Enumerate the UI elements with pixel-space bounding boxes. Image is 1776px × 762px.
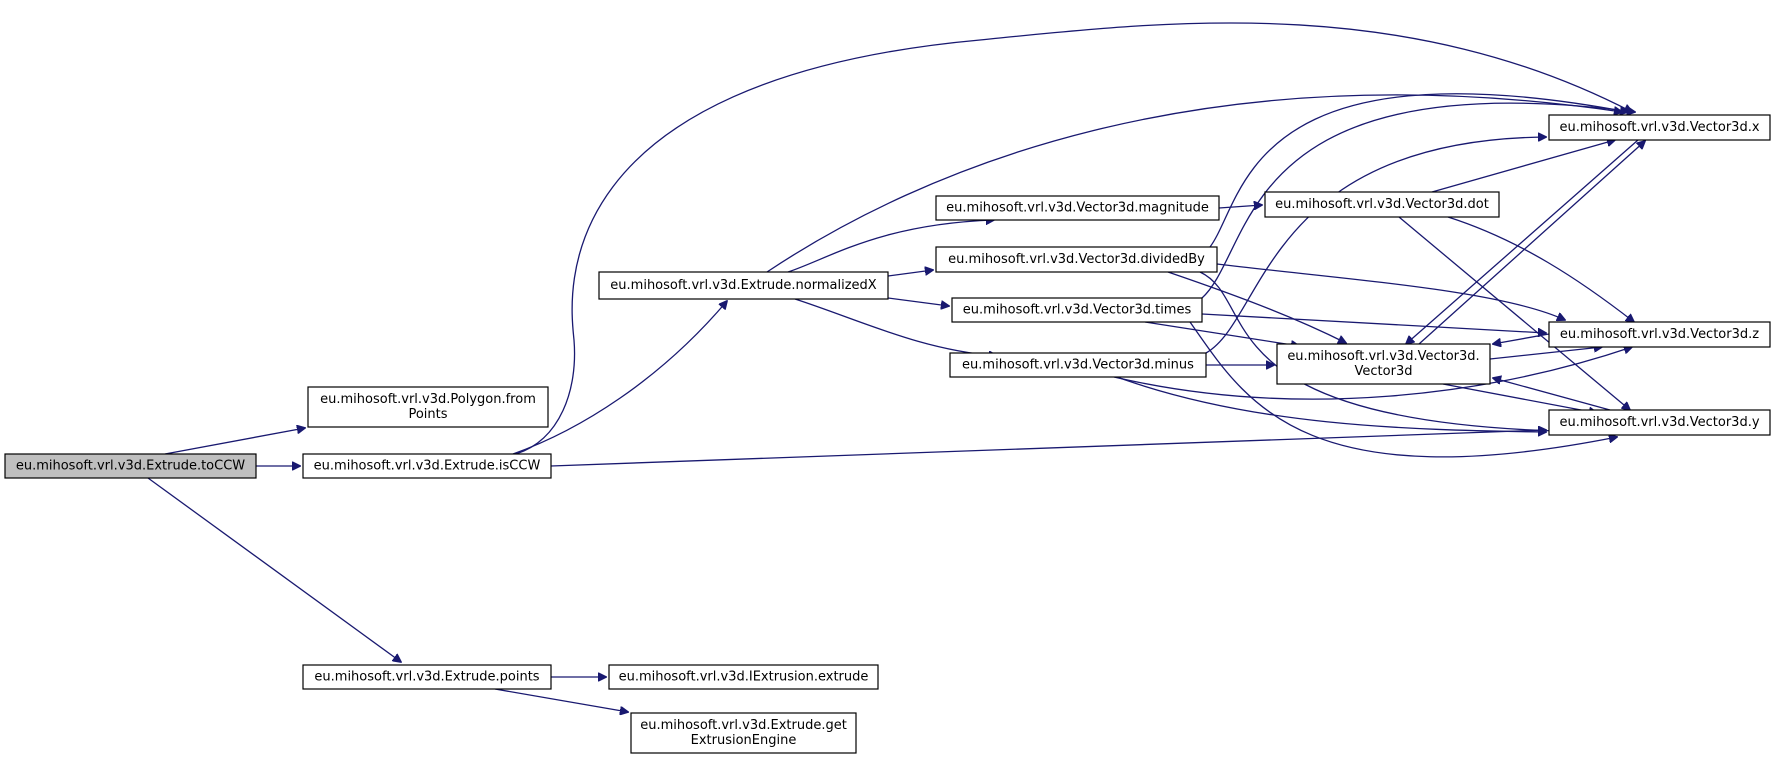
edge-magnitude-to-dot: [1218, 205, 1262, 208]
node-label: eu.mihosoft.vrl.v3d.Vector3d.minus: [962, 358, 1194, 373]
node-times[interactable]: eu.mihosoft.vrl.v3d.Vector3d.times: [951, 297, 1203, 323]
node-box: [1276, 343, 1491, 385]
node-label: eu.mihosoft.vrl.v3d.Vector3d.magnitude: [946, 201, 1209, 216]
edge-dividedBy-to-vx: [1209, 93, 1628, 248]
edge-times-to-vz: [1201, 313, 1546, 333]
edge-ctor-to-vz: [1489, 347, 1602, 360]
node-box: [951, 297, 1203, 323]
node-vz[interactable]: eu.mihosoft.vrl.v3d.Vector3d.z: [1548, 321, 1771, 348]
node-extrudePoints[interactable]: eu.mihosoft.vrl.v3d.Extrude.points: [302, 664, 552, 690]
node-ctor[interactable]: eu.mihosoft.vrl.v3d.Vector3d.Vector3d: [1276, 343, 1491, 385]
node-toCCW[interactable]: eu.mihosoft.vrl.v3d.Extrude.toCCW: [4, 453, 257, 479]
edges-layer: [147, 22, 1645, 712]
node-box: [598, 271, 889, 300]
edge-times-to-ctor: [1144, 321, 1299, 346]
edge-isCCW-to-vx: [515, 22, 1632, 455]
node-box: [1548, 409, 1771, 436]
node-normalizedX[interactable]: eu.mihosoft.vrl.v3d.Extrude.normalizedX: [598, 271, 889, 300]
node-box: [302, 453, 552, 479]
node-box: [4, 453, 257, 479]
node-box: [1548, 114, 1771, 141]
node-box: [302, 664, 552, 690]
node-box: [1548, 321, 1771, 348]
edge-isCCW-to-normalizedX: [512, 301, 727, 455]
node-iextrusion[interactable]: eu.mihosoft.vrl.v3d.IExtrusion.extrude: [608, 664, 879, 690]
node-getExtrusionEngine[interactable]: eu.mihosoft.vrl.v3d.Extrude.getExtrusion…: [630, 712, 857, 754]
node-label: eu.mihosoft.vrl.v3d.Vector3d.y: [1559, 415, 1759, 430]
node-box: [1264, 191, 1500, 218]
node-label: eu.mihosoft.vrl.v3d.Extrude.toCCW: [16, 459, 245, 474]
node-box: [630, 712, 857, 754]
node-label: eu.mihosoft.vrl.v3d.Vector3d.x: [1559, 120, 1759, 135]
node-box: [935, 195, 1220, 221]
edge-minus-to-vz: [1113, 347, 1632, 400]
node-isCCW[interactable]: eu.mihosoft.vrl.v3d.Extrude.isCCW: [302, 453, 552, 479]
node-minus[interactable]: eu.mihosoft.vrl.v3d.Vector3d.minus: [949, 352, 1207, 378]
node-box: [949, 352, 1207, 378]
node-box: [307, 386, 549, 428]
node-label: Vector3d: [1355, 364, 1413, 379]
edge-times-to-vx: [1201, 102, 1635, 299]
nodes-layer: eu.mihosoft.vrl.v3d.Extrude.toCCW eu.miho…: [4, 114, 1771, 754]
edge-normalizedX-to-times: [887, 297, 949, 306]
edge-dividedBy-to-vz: [1216, 263, 1565, 320]
node-label: eu.mihosoft.vrl.v3d.Vector3d.z: [1560, 327, 1759, 342]
edge-ctor-to-vy: [1442, 383, 1597, 413]
edge-vy-to-ctor: [1493, 378, 1611, 411]
node-label: eu.mihosoft.vrl.v3d.Vector3d.dividedBy: [948, 252, 1205, 267]
node-label: Points: [408, 407, 447, 422]
edge-dot-to-vx: [1431, 140, 1615, 193]
node-label: eu.mihosoft.vrl.v3d.Vector3d.times: [963, 303, 1192, 318]
node-vy[interactable]: eu.mihosoft.vrl.v3d.Vector3d.y: [1548, 409, 1771, 436]
node-label: eu.mihosoft.vrl.v3d.Vector3d.: [1287, 349, 1479, 364]
node-magnitude[interactable]: eu.mihosoft.vrl.v3d.Vector3d.magnitude: [935, 195, 1220, 221]
node-label: eu.mihosoft.vrl.v3d.IExtrusion.extrude: [619, 670, 869, 685]
edge-normalizedX-to-dividedBy: [887, 270, 933, 277]
edge-minus-to-vy: [1116, 376, 1546, 432]
edge-dot-to-vz: [1447, 216, 1634, 322]
node-box: [935, 246, 1218, 273]
node-label: eu.mihosoft.vrl.v3d.Vector3d.dot: [1275, 197, 1489, 212]
edge-times-to-vy: [1189, 321, 1617, 458]
node-label: eu.mihosoft.vrl.v3d.Extrude.isCCW: [314, 459, 541, 474]
node-label: eu.mihosoft.vrl.v3d.Polygon.from: [320, 392, 536, 407]
node-label: eu.mihosoft.vrl.v3d.Extrude.normalizedX: [610, 278, 876, 293]
edge-vx-to-ctor: [1406, 139, 1639, 344]
edge-toCCW-to-extrudePoints: [147, 477, 401, 662]
edge-dividedBy-to-vy: [1199, 271, 1557, 431]
edge-minus-to-vx: [1205, 137, 1546, 354]
edge-toCCW-to-polyFromPoints: [164, 428, 305, 455]
node-label: eu.mihosoft.vrl.v3d.Extrude.get: [640, 718, 847, 733]
edge-normalizedX-to-vx: [766, 94, 1622, 273]
node-dividedBy[interactable]: eu.mihosoft.vrl.v3d.Vector3d.dividedBy: [935, 246, 1218, 273]
edge-normalizedX-to-magnitude: [787, 220, 994, 273]
edge-ctor-to-vx: [1418, 141, 1645, 345]
edge-isCCW-to-vy: [550, 430, 1546, 467]
node-label: eu.mihosoft.vrl.v3d.Extrude.points: [314, 670, 539, 685]
node-vx[interactable]: eu.mihosoft.vrl.v3d.Vector3d.x: [1548, 114, 1771, 141]
node-dot[interactable]: eu.mihosoft.vrl.v3d.Vector3d.dot: [1264, 191, 1500, 218]
edge-dividedBy-to-ctor: [1167, 271, 1346, 343]
node-label: ExtrusionEngine: [691, 733, 797, 748]
edge-dot-to-vy: [1398, 216, 1630, 410]
node-box: [608, 664, 879, 690]
edge-extrudePoints-to-getExtrusionEngine: [494, 688, 628, 712]
edge-vz-to-ctor: [1493, 333, 1550, 344]
